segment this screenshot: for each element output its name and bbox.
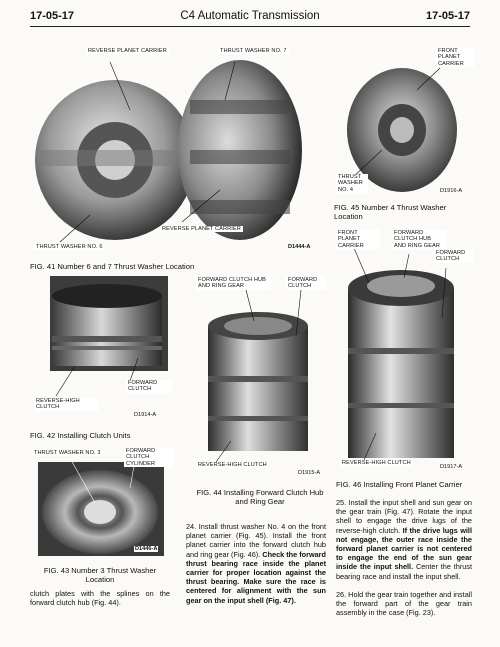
label-forward-clutch-hub-ring-gear: FORWARD CLUTCH HUB AND RING GEAR: [196, 277, 270, 290]
label-forward-clutch-cylinder: FORWARD CLUTCH CYLINDER: [124, 448, 174, 468]
figure-41-code: D1444-A: [288, 244, 311, 250]
figure-45-photo: [332, 50, 470, 198]
label-reverse-high-clutch: REVERSE-HIGH CLUTCH: [34, 398, 98, 411]
label-front-planet-carrier: FRONT PLANET CARRIER: [436, 48, 474, 68]
figure-46-photo: [334, 228, 470, 472]
figure-43: THRUST WASHER NO. 3 FORWARD CLUTCH CYLIN…: [30, 448, 174, 556]
figure-45-code: D1916-A: [440, 188, 463, 194]
header-rule: [30, 26, 470, 27]
figure-43-photo: [30, 448, 170, 556]
figure-44-photo: [186, 276, 326, 476]
figure-44-caption: FIG. 44 Installing Forward Clutch Hub an…: [196, 488, 324, 506]
step-26: 26. Hold the gear train together and ins…: [336, 590, 472, 618]
label-forward-clutch: FORWARD CLUTCH: [126, 380, 172, 393]
figure-41-caption: FIG. 41 Number 6 and 7 Thrust Washer Loc…: [30, 262, 195, 271]
body-text-col1: clutch plates with the splines on the fo…: [30, 589, 170, 608]
figure-43-caption: FIG. 43 Number 3 Thrust Washer Location: [43, 566, 157, 584]
step-24-text: 24. Install thrust washer No. 4 on the f…: [186, 522, 326, 559]
figure-44-code: D1915-A: [298, 470, 321, 476]
figure-41-photo: [30, 50, 328, 250]
page-title: C4 Automatic Transmission: [180, 10, 320, 22]
step-24: 24. Install thrust washer No. 4 on the f…: [186, 522, 326, 605]
figure-46: FRONT PLANET CARRIER FORWARD CLUTCH HUB …: [334, 228, 474, 472]
step-25: 25. Install the input shell and sun gear…: [336, 498, 472, 581]
figure-46-code: D1917-A: [440, 464, 463, 470]
label-reverse-high-clutch: REVERSE-HIGH CLUTCH: [340, 460, 413, 467]
figure-45-caption: FIG. 45 Number 4 Thrust Washer Location: [334, 203, 447, 221]
label-thrust-washer-6: THRUST WASHER NO. 6: [34, 244, 105, 251]
label-reverse-high-clutch: REVERSE-HIGH CLUTCH: [196, 462, 269, 469]
figure-45: FRONT PLANET CARRIER THRUST WASHER NO. 4…: [332, 48, 474, 198]
label-forward-clutch: FORWARD CLUTCH: [434, 250, 474, 263]
label-forward-clutch-hub-ring-gear: FORWARD CLUTCH HUB AND RING GEAR: [392, 230, 446, 250]
figure-41: REVERSE PLANET CARRIER THRUST WASHER NO.…: [30, 48, 328, 251]
figure-42-caption: FIG. 42 Installing Clutch Units: [30, 431, 131, 440]
figure-43-code: D1446-A: [134, 546, 159, 552]
figure-44: FORWARD CLUTCH HUB AND RING GEAR FORWARD…: [186, 276, 326, 476]
label-reverse-planet-carrier-top: REVERSE PLANET CARRIER: [86, 48, 169, 55]
label-front-planet-carrier: FRONT PLANET CARRIER: [336, 230, 380, 250]
label-thrust-washer-7: THRUST WASHER NO. 7: [218, 48, 289, 55]
step-25-bold: If the drive lugs will not engage, the o…: [336, 525, 472, 572]
label-thrust-washer-3: THRUST WASHER NO. 3: [32, 450, 103, 457]
figure-42-photo: [30, 276, 168, 424]
page-number-left: 17-05-17: [30, 10, 75, 22]
label-forward-clutch: FORWARD CLUTCH: [286, 277, 326, 290]
figure-42: FORWARD CLUTCH REVERSE-HIGH CLUTCH D1914…: [30, 276, 172, 424]
figure-46-caption: FIG. 46 Installing Front Planet Carrier: [336, 480, 463, 489]
page-number-right: 17-05-17: [425, 10, 470, 22]
step-24-bold: Check the forward thrust bearing race in…: [186, 549, 326, 605]
label-thrust-washer-4: THRUST WASHER NO. 4: [336, 174, 368, 194]
label-reverse-planet-carrier-mid: REVERSE PLANET CARRIER: [160, 226, 243, 233]
figure-42-code: D1914-A: [134, 412, 157, 418]
step-25-text-end: Center the thrust bearing race and insta…: [336, 562, 472, 581]
step-25-text: 25. Install the input shell and sun gear…: [336, 498, 472, 535]
